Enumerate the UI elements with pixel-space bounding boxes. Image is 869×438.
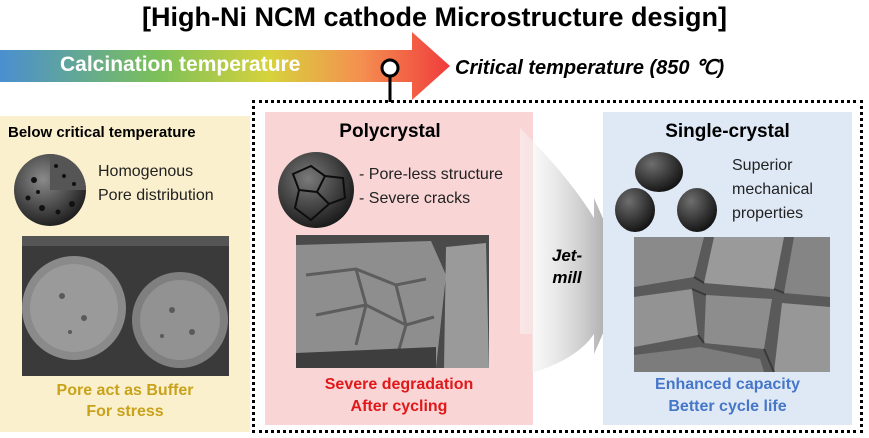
calcination-temperature-arrow bbox=[0, 32, 450, 102]
panel-single-crystal: Single-crystal Superior mechanical prope… bbox=[603, 112, 852, 425]
poly-caption-line-2: After cycling bbox=[350, 398, 448, 415]
panel-single-title: Single-crystal bbox=[665, 121, 790, 142]
diagram-title: [High-Ni NCM cathode Microstructure desi… bbox=[141, 2, 728, 32]
below-desc-line-1: Homogenous bbox=[98, 163, 194, 180]
below-caption-line-2: For stress bbox=[86, 403, 164, 420]
single-caption: Enhanced capacity Better cycle life bbox=[603, 374, 852, 418]
calcination-temperature-label: Calcination temperature bbox=[60, 53, 301, 76]
poly-desc-line-1: - Pore-less structure bbox=[359, 166, 504, 183]
jet-mill-label-line-2: mill bbox=[552, 268, 582, 287]
below-caption: Pore act as Buffer For stress bbox=[0, 380, 250, 422]
jet-mill-label: Jet- mill bbox=[542, 245, 592, 289]
single-caption-line-2: Better cycle life bbox=[668, 398, 787, 415]
poly-caption-line-1: Severe degradation bbox=[324, 376, 474, 393]
sem-image-single-crystal bbox=[634, 237, 830, 372]
single-caption-line-1: Enhanced capacity bbox=[655, 376, 800, 393]
porous-particle-icon bbox=[14, 154, 86, 226]
single-desc-line-2: mechanical bbox=[732, 181, 813, 198]
single-desc-line-1: Superior bbox=[732, 157, 793, 174]
jet-mill-label-line-1: Jet- bbox=[551, 246, 583, 265]
polycrystal-particle-icon bbox=[278, 152, 354, 228]
below-caption-line-1: Pore act as Buffer bbox=[56, 382, 194, 399]
sem-image-porous bbox=[22, 236, 229, 376]
panel-below-title: Below critical temperature bbox=[8, 124, 196, 141]
poly-desc-line-2: - Severe cracks bbox=[359, 190, 471, 207]
dotted-frame bbox=[252, 100, 863, 433]
panel-polycrystal: Polycrystal - Pore-less structure - Seve… bbox=[265, 112, 533, 425]
poly-caption: Severe degradation After cycling bbox=[265, 374, 533, 418]
panel-poly-title: Polycrystal bbox=[339, 121, 441, 142]
below-desc-line-2: Pore distribution bbox=[98, 187, 214, 204]
sem-image-polycrystal bbox=[296, 235, 489, 368]
jet-mill-arrow bbox=[520, 128, 628, 373]
panel-below-critical: Below critical temperature Homogenous Po… bbox=[0, 116, 250, 432]
single-crystal-particles-icon bbox=[615, 152, 717, 232]
critical-temperature-label: Critical temperature (850 ℃) bbox=[455, 57, 725, 79]
single-desc-line-3: properties bbox=[732, 205, 804, 222]
